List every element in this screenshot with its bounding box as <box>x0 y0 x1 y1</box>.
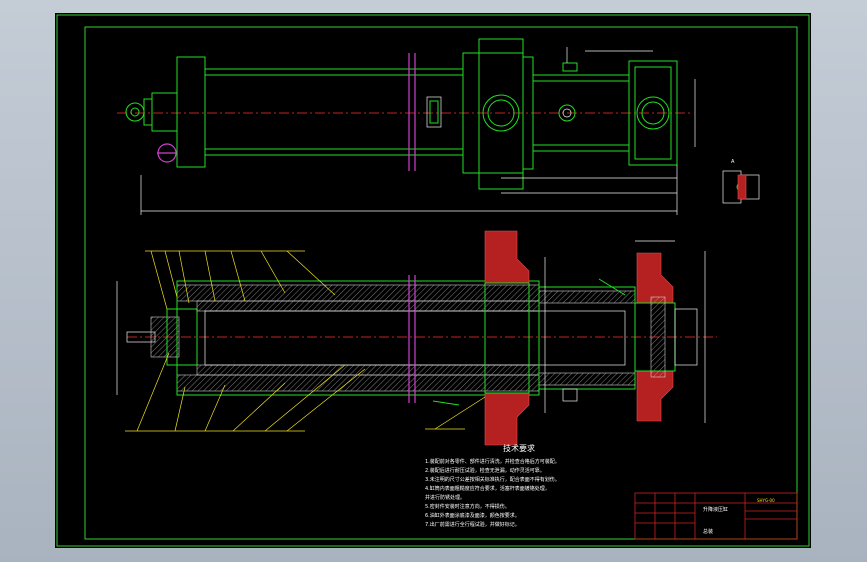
detail-label: A <box>731 159 735 165</box>
port-fitting <box>426 96 442 128</box>
tech-line-6: 5.密封件安装时注意方向，不得损伤。 <box>425 503 510 510</box>
rod-end <box>628 60 678 166</box>
trunnion-ring <box>478 38 524 190</box>
rod-port <box>558 104 576 122</box>
detail-view-a: A <box>722 159 760 204</box>
barrel-rear-flange <box>176 56 206 168</box>
tech-line-4: 4.缸筒内表面粗糙度应符合要求，活塞杆表面镀铬处理， <box>425 485 550 492</box>
tech-line-2: 2.装配后进行耐压试验，检查无泄漏，动作灵活可靠。 <box>425 467 545 474</box>
drawing-number: SHYG-00 <box>757 498 775 503</box>
tech-line-8: 7.出厂前需进行全行程试验，并做好标记。 <box>425 521 520 528</box>
tech-line-1: 1.装配前对各零件、部件进行清洗，并检查合格后方可装配。 <box>425 458 560 465</box>
trunnion-section-bottom <box>484 392 530 446</box>
tech-requirements: 技术要求 1.装配前对各零件、部件进行清洗，并检查合格后方可装配。 2.装配后进… <box>425 443 560 528</box>
section-view <box>116 230 717 446</box>
rod-end-section-top <box>636 252 674 304</box>
outer-border <box>56 14 810 547</box>
title-block: 升降液压缸 SHYG-00 总装 <box>634 492 798 540</box>
cad-viewport[interactable]: A <box>55 13 811 548</box>
top-external-view <box>117 38 696 215</box>
part-name: 升降液压缸 <box>703 506 728 513</box>
trunnion-bore <box>482 94 520 132</box>
inner-border <box>84 26 798 540</box>
barrel <box>204 68 464 156</box>
rod-end-bore <box>636 96 670 130</box>
rod-end-section-bottom <box>636 370 674 422</box>
trunnion-section-top <box>484 230 530 284</box>
tech-line-7: 6.油缸外表面涂底漆及面漆，颜色按要求。 <box>425 512 520 519</box>
rear-cap-section <box>150 316 180 358</box>
tech-line-5: 并进行防锈处理。 <box>425 494 465 501</box>
rear-eye <box>125 102 145 122</box>
tech-line-3: 3.未注明的尺寸公差按相关标准执行，配合表面不得有划伤。 <box>425 476 560 483</box>
cad-drawing: A <box>56 14 810 547</box>
sheet-label: 总装 <box>703 528 713 535</box>
tech-title: 技术要求 <box>503 443 535 453</box>
